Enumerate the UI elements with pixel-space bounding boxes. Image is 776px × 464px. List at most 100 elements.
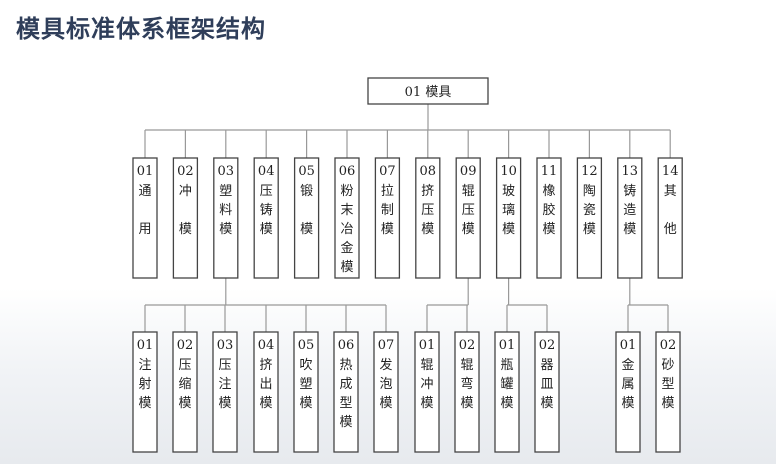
category-05-char: 锻 (300, 184, 313, 199)
subcategory-10-02-char: 器 (540, 358, 553, 373)
category-02-char: 模 (179, 222, 192, 237)
category-09-char: 模 (462, 222, 475, 237)
subcategory-03-03-char: 注 (218, 377, 231, 392)
category-11-number: 11 (541, 164, 558, 179)
category-04-box (253, 157, 279, 279)
root-label: 01 模具 (405, 85, 452, 100)
subcategory-03-03-number: 03 (217, 338, 234, 353)
subcategory-13-01: 01 金属模 (615, 331, 641, 453)
subcategory-13-02-char: 型 (661, 377, 674, 392)
category-13-number: 13 (622, 164, 639, 179)
page-title: 模具标准体系框架结构 (16, 15, 266, 43)
category-14-char: 其 (664, 184, 677, 199)
subcategory-13-02-char: 模 (661, 396, 674, 411)
subcategory-03-03-box (212, 331, 238, 453)
category-04-number: 04 (258, 164, 275, 179)
category-04-char: 模 (260, 222, 273, 237)
category-10-char: 玻 (502, 184, 515, 199)
subcategory-03-04-char: 挤 (259, 358, 272, 373)
category-04-char: 压 (260, 184, 273, 199)
category-05-number: 05 (298, 164, 315, 179)
subcategory-03-07: 07 发泡模 (373, 331, 399, 453)
subcategory-03-04-box (253, 331, 279, 453)
subcategory-13-02-box (655, 331, 681, 453)
subcategory-03-06-char: 成 (339, 377, 352, 392)
subcategory-03-05-char: 塑 (299, 377, 312, 392)
subcategory-10-02-number: 02 (539, 338, 556, 353)
subcategory-03-07-number: 07 (378, 338, 395, 353)
category-03-char: 模 (219, 222, 232, 237)
category-06-char: 粉 (340, 184, 353, 199)
subcategory-03-05-char: 模 (299, 396, 312, 411)
subcategory-03-02-box (172, 331, 198, 453)
subcategory-09-02-char: 弯 (460, 376, 473, 392)
subcategory-10-01-char: 罐 (500, 377, 513, 392)
subcategory-03-06-char: 模 (339, 415, 352, 430)
subcategory-10-02: 02 器皿模 (534, 331, 560, 453)
category-08-char: 压 (421, 203, 434, 218)
category-13-char: 造 (623, 203, 636, 218)
category-08-char: 模 (421, 222, 434, 237)
subcategory-03-07-char: 泡 (379, 377, 392, 392)
subcategory-03-05-box (293, 331, 319, 453)
subcategory-03-07-char: 发 (379, 357, 392, 373)
subcategory-10-01-char: 模 (500, 396, 513, 411)
subcategory-03-04-char: 模 (259, 396, 272, 411)
subcategory-row: 01注射模02压缩模03压注模04挤出模05吹塑模06热成型模07发泡模01辊冲… (132, 331, 681, 453)
category-02-char: 冲 (179, 184, 192, 199)
category-06-char: 金 (340, 240, 353, 256)
category-12-number: 12 (581, 164, 598, 179)
subcategory-10-02-char: 皿 (540, 377, 553, 392)
category-06-number: 06 (339, 164, 356, 179)
subcategory-03-02-char: 压 (178, 358, 191, 373)
subcategory-13-01-box (615, 331, 641, 453)
subcategory-10-01: 01 瓶罐模 (494, 331, 520, 453)
subcategory-09-01-char: 模 (420, 396, 433, 411)
subcategory-09-01-char: 辊 (420, 358, 433, 373)
category-09-number: 09 (460, 164, 477, 179)
subcategory-13-01-number: 01 (620, 338, 637, 353)
subcategory-13-01-char: 金 (621, 357, 634, 373)
subcategory-09-02-box (454, 331, 480, 453)
category-01-char: 通 (138, 184, 151, 199)
category-02-number: 02 (177, 164, 194, 179)
category-05-box (293, 157, 320, 279)
subcategory-03-03-char: 压 (218, 358, 231, 373)
subcategory-10-01-char: 瓶 (500, 358, 513, 373)
subcategory-13-02-char: 砂 (661, 358, 674, 373)
subcategory-03-07-char: 模 (379, 396, 392, 411)
subcategory-09-02-char: 模 (460, 396, 473, 411)
subcategory-03-06-number: 06 (338, 338, 355, 353)
subcategory-10-02-char: 模 (540, 396, 553, 411)
subcategory-03-01-char: 注 (138, 358, 151, 373)
category-03-number: 03 (218, 164, 235, 179)
category-01-box (132, 157, 158, 279)
subcategory-13-01-char: 模 (621, 396, 634, 411)
category-08-char: 挤 (421, 184, 434, 199)
subcategory-13-01-char: 属 (621, 377, 634, 392)
category-07-number: 07 (379, 164, 396, 179)
subcategory-03-06-box (333, 331, 359, 453)
subcategory-03-02-char: 缩 (178, 376, 191, 392)
subcategory-03-01-char: 模 (138, 396, 151, 411)
category-10-box (495, 157, 522, 279)
category-12-box (576, 157, 603, 279)
subcategory-10-01-number: 01 (499, 338, 516, 353)
category-07-char: 模 (381, 222, 394, 237)
subcategory-03-04-number: 04 (258, 338, 275, 353)
subcategory-03-01-char: 射 (138, 376, 151, 392)
